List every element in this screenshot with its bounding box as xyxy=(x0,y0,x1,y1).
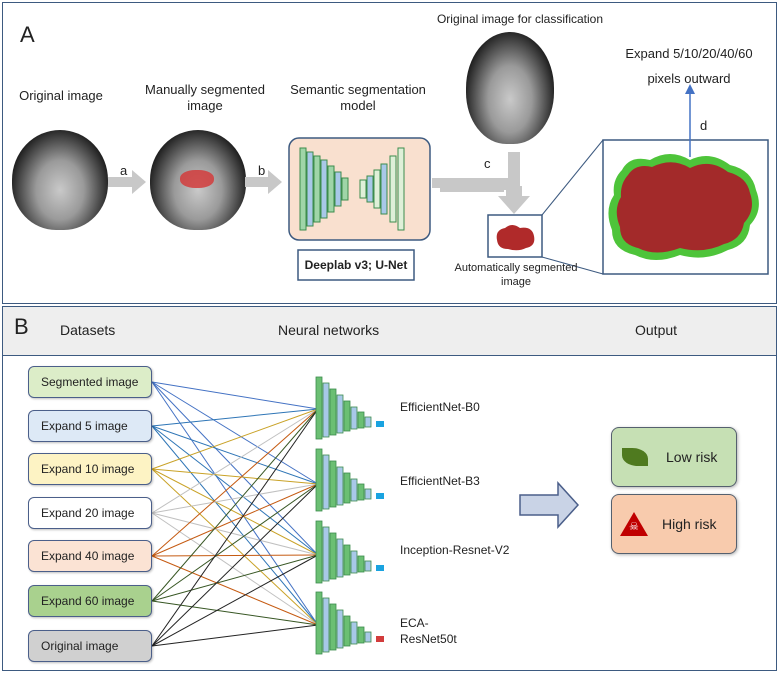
dataset-box: Expand 20 image xyxy=(28,497,152,529)
step-a-label: a xyxy=(120,163,128,178)
connection-line xyxy=(151,483,319,557)
encoder-icon xyxy=(299,147,349,231)
classification-label: Original image for classification xyxy=(436,12,604,26)
dataset-box: Original image xyxy=(28,630,152,662)
connection-line xyxy=(151,624,319,647)
original-image-label: Original image xyxy=(19,88,103,103)
manual-segmentation-region xyxy=(180,170,214,188)
arrow-a-icon xyxy=(108,170,146,194)
neural-network-icon xyxy=(315,520,384,584)
connection-line xyxy=(151,554,319,602)
connection-line xyxy=(151,408,319,557)
header-datasets: Datasets xyxy=(60,322,116,338)
warning-skull-icon: ☠ xyxy=(620,512,648,536)
connection-line xyxy=(151,483,319,647)
connection-line xyxy=(151,425,319,485)
connection-line xyxy=(151,468,319,626)
step-d-label: d xyxy=(700,118,708,133)
connection-line xyxy=(151,512,319,556)
high-risk-label: High risk xyxy=(662,516,717,532)
neural-network-icon xyxy=(315,591,384,655)
connection-line xyxy=(151,483,319,602)
network-label-eca-resnet50t: ECA-ResNet50t xyxy=(400,616,457,646)
output-high-risk: ☠ High risk xyxy=(611,494,737,554)
connection-line xyxy=(151,555,319,626)
connection-line xyxy=(151,468,319,485)
arrow-d-icon xyxy=(685,84,695,94)
connection-line xyxy=(151,408,319,647)
connection-line xyxy=(151,381,319,485)
model-names-label: Deeplab v3; U-Net xyxy=(304,258,408,272)
decoder-icon xyxy=(359,147,405,231)
connection-line xyxy=(151,408,319,470)
expand-label: Expand 5/10/20/40/60 pixels outward xyxy=(625,46,753,86)
semantic-model-label: Semantic segmentation model xyxy=(290,82,426,114)
leaf-icon xyxy=(622,448,648,466)
original-mri-image xyxy=(12,130,108,230)
connection-line xyxy=(151,381,319,626)
auto-segmented-tumor xyxy=(496,225,535,251)
network-label-efficientnet-b0: EfficientNet-B0 xyxy=(400,400,480,414)
connection-line xyxy=(151,381,319,556)
expanded-tumor-inner xyxy=(616,162,752,253)
connection-line xyxy=(151,425,319,626)
connection-line xyxy=(151,408,319,514)
arrow-b-icon xyxy=(245,170,282,194)
output-low-risk: Low risk xyxy=(611,427,737,487)
manual-segmented-label: Manually segmented image xyxy=(145,82,265,114)
neural-network-icon xyxy=(315,448,384,512)
step-b-label: b xyxy=(258,163,266,178)
neural-network-icon xyxy=(315,376,384,440)
connection-line xyxy=(151,408,319,427)
network-label-inception-resnet-v2: Inception-Resnet-V2 xyxy=(400,543,510,557)
network-label-efficientnet-b3: EfficientNet-B3 xyxy=(400,474,480,488)
panel-b-letter: B xyxy=(14,314,29,339)
panel-b xyxy=(2,306,777,671)
arrow-c-down-icon xyxy=(498,186,530,214)
dataset-box: Segmented image xyxy=(28,366,152,398)
dataset-box: Expand 40 image xyxy=(28,540,152,572)
auto-segmented-label: Automatically segmented image xyxy=(454,262,578,288)
connection-line xyxy=(151,408,319,602)
header-networks: Neural networks xyxy=(278,322,380,338)
low-risk-label: Low risk xyxy=(666,449,718,465)
panel-a-letter: A xyxy=(20,22,35,47)
panel-b-header xyxy=(3,307,776,356)
classification-mri-image xyxy=(466,32,554,144)
connection-line xyxy=(151,554,319,557)
connection-line xyxy=(151,381,319,410)
connection-line xyxy=(151,468,319,556)
connection-line xyxy=(151,600,319,626)
header-output: Output xyxy=(635,322,678,338)
connection-line xyxy=(151,425,319,556)
arrow-c-icon xyxy=(432,152,520,192)
dataset-box: Expand 60 image xyxy=(28,585,152,617)
panel-a-graphics xyxy=(108,84,769,281)
output-arrow-icon xyxy=(519,481,580,529)
model-names-box xyxy=(297,249,415,281)
step-c-label: c xyxy=(484,156,491,171)
network-graphics xyxy=(151,376,580,655)
dataset-box: Expand 5 image xyxy=(28,410,152,442)
dataset-box: Expand 10 image xyxy=(28,453,152,485)
connection-line xyxy=(151,554,319,647)
connection-line xyxy=(151,483,319,514)
panel-a xyxy=(2,2,777,304)
